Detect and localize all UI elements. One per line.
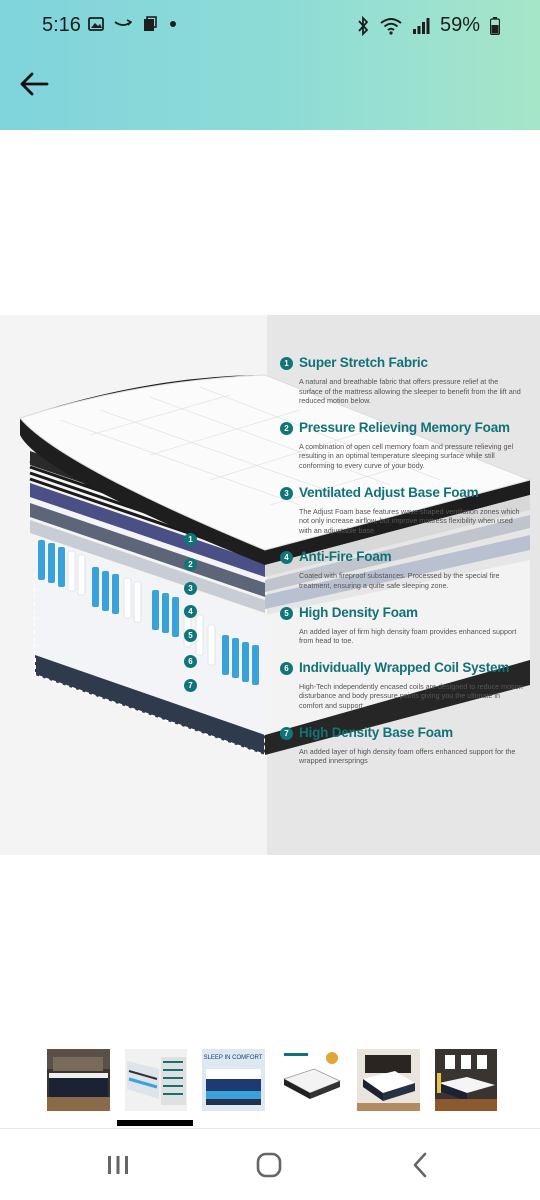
top-app-bar: 5:16 59% <box>0 0 540 130</box>
thumbnail-1[interactable] <box>47 1049 110 1111</box>
thumbnail-6[interactable] <box>434 1049 497 1111</box>
feature-title: High Density Base Foam <box>299 724 453 740</box>
feature-description: The Adjust Foam base features wave-shape… <box>299 506 520 535</box>
high-density-foam-layer <box>30 520 265 613</box>
wifi-icon <box>380 17 402 35</box>
battery-percent: 59% <box>439 14 480 36</box>
feature-number: 4 <box>280 551 293 565</box>
chevron-left-icon <box>413 1152 427 1178</box>
layer-marker-5: 5 <box>184 629 197 642</box>
nav-back-button[interactable] <box>400 1149 440 1181</box>
back-button[interactable] <box>16 66 52 102</box>
feature-title: High Density Foam <box>299 604 418 620</box>
feature-number: 3 <box>280 486 293 500</box>
recents-button[interactable] <box>98 1149 138 1181</box>
thumbnail-caption: SLEEP IN COMFORT <box>204 1055 263 1061</box>
feature-description: An added layer of high density foam offe… <box>299 746 516 766</box>
feature-item: 3 Ventilated Adjust Base Foam The Adjust… <box>280 485 525 536</box>
feature-description: A natural and breathable fabric that off… <box>299 377 521 406</box>
signal-icon <box>412 17 430 34</box>
battery-icon <box>490 16 500 35</box>
gallery-icon <box>88 17 104 31</box>
feature-item: 6 Individually Wrapped Coil System High-… <box>280 660 525 711</box>
system-navigation-bar <box>0 1128 540 1200</box>
feature-title: Pressure Relieving Memory Foam <box>299 419 510 435</box>
home-button[interactable] <box>249 1149 289 1181</box>
clipboard-icon <box>144 16 157 31</box>
recents-icon <box>108 1156 128 1174</box>
feature-item: 2 Pressure Relieving Memory Foam A combi… <box>280 420 525 471</box>
arrow-left-icon <box>20 72 49 96</box>
thumbnail-strip: SLEEP IN COMFORT <box>47 1049 497 1113</box>
mattress-layers-illustration <box>19 374 532 757</box>
layer-marker-6: 6 <box>184 655 197 668</box>
status-time: 5:16 <box>42 14 81 36</box>
layer-marker-7: 7 <box>184 679 197 692</box>
dot-icon <box>170 21 176 27</box>
product-image[interactable]: 1 2 3 4 5 6 7 1 Super Stretch Fabric A n… <box>0 315 540 855</box>
layer-marker-3: 3 <box>184 582 197 595</box>
feature-title: Super Stretch Fabric <box>299 355 428 370</box>
feature-item: 5 High Density Foam An added layer of fi… <box>280 605 525 646</box>
feature-title: Ventilated Adjust Base Foam <box>299 484 479 500</box>
feature-item: 4 Anti-Fire Foam Coated with fireproof s… <box>280 549 525 590</box>
feature-description: A combination of open cell memory foam a… <box>299 441 514 470</box>
ventilated-foam-layer <box>30 483 265 577</box>
home-icon <box>256 1152 282 1178</box>
feature-description: Coated with fireproof substances. Proces… <box>299 571 500 590</box>
status-left-icons <box>88 16 178 32</box>
feature-description: High-Tech independently encased coils ar… <box>299 681 523 710</box>
feature-number: 6 <box>280 661 293 675</box>
thumbnail-4[interactable] <box>279 1049 342 1111</box>
feature-title: Individually Wrapped Coil System <box>299 659 510 675</box>
feature-item: 7 High Density Base Foam An added layer … <box>280 725 525 766</box>
status-right-icons: 59% <box>356 14 500 37</box>
status-bar: 5:16 59% <box>0 0 540 50</box>
feature-number: 5 <box>280 606 293 620</box>
thumbnail-5[interactable] <box>357 1049 420 1111</box>
feature-item: 1 Super Stretch Fabric A natural and bre… <box>280 355 525 406</box>
layer-marker-4: 4 <box>184 605 197 618</box>
thumbnail-3[interactable]: SLEEP IN COMFORT <box>202 1049 265 1111</box>
coil-layer <box>35 540 265 735</box>
bluetooth-icon <box>358 15 369 36</box>
thumbnail-2[interactable] <box>124 1049 187 1111</box>
feature-description: An added layer of firm high density foam… <box>299 626 517 646</box>
active-thumbnail-indicator <box>117 1120 193 1126</box>
feature-number: 2 <box>280 421 293 435</box>
cast-icon <box>114 19 132 26</box>
feature-list: 1 Super Stretch Fabric A natural and bre… <box>280 355 525 780</box>
feature-number: 1 <box>280 357 293 370</box>
feature-number: 7 <box>280 726 293 740</box>
layer-marker-1: 1 <box>184 533 197 546</box>
layer-marker-2: 2 <box>184 558 197 571</box>
feature-title: Anti-Fire Foam <box>299 549 392 565</box>
anti-fire-foam-layer <box>30 503 265 597</box>
